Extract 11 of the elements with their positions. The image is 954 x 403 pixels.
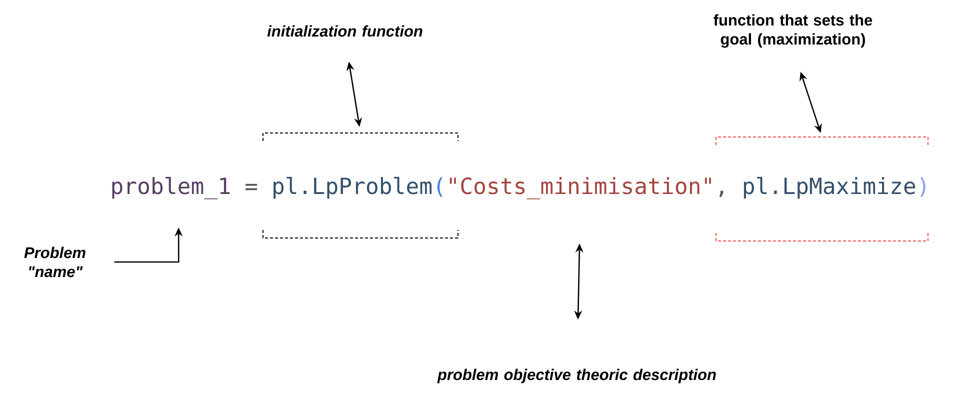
code-text: , (719, 190, 724, 198)
annotation-text: Problem "name" (24, 246, 86, 278)
annotation-text: initialization function (267, 25, 422, 37)
code-text: ) (920, 177, 926, 197)
code-text: problem_1 (112, 176, 230, 200)
code-text: pl.LpMaximize (744, 176, 916, 199)
code-text: pl.LpProblem (274, 176, 432, 199)
code-text: ( (437, 177, 442, 197)
annotation-text: problem objective theoric description (437, 368, 716, 384)
code-text: "Costs_minimisation" (450, 177, 711, 200)
annotation-text: function that sets the goal (maximization) (714, 14, 872, 48)
